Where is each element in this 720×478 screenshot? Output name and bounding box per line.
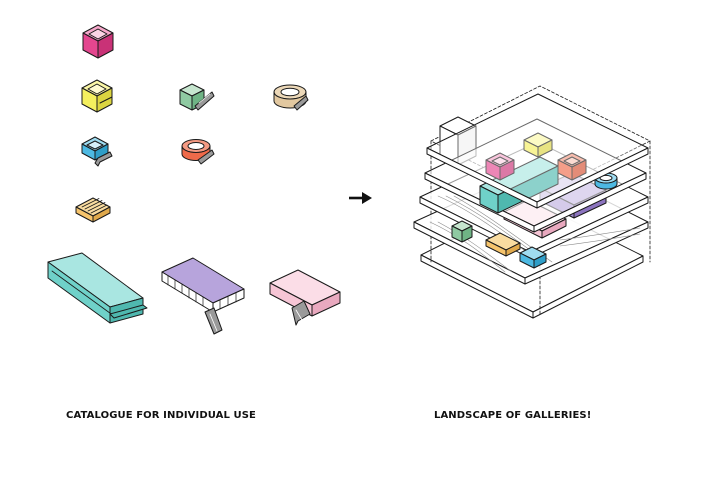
module-red-ring [181, 139, 215, 165]
module-orange-stair [75, 197, 111, 223]
module-magenta-cube [82, 24, 114, 59]
slab-roof [426, 93, 649, 209]
caption-landscape: LANDSCAPE OF GALLERIES! [434, 410, 592, 421]
right-arrow-icon [349, 192, 372, 204]
module-pink-box [269, 269, 341, 326]
catalogue-modules [47, 24, 341, 335]
gallery-landscape [413, 85, 651, 319]
block-green [451, 220, 473, 243]
block-red [557, 152, 587, 181]
module-blue-cube [81, 136, 113, 167]
block-yellow [523, 132, 553, 158]
block-magenta [485, 152, 515, 181]
module-tan-ring [273, 84, 309, 111]
module-purple-bar [161, 257, 245, 335]
block-orange [485, 232, 521, 257]
module-teal-bar [47, 252, 148, 324]
block-blue-lower [519, 246, 547, 269]
caption-catalogue: CATALOGUE FOR INDIVIDUAL USE [66, 410, 256, 421]
module-green-stair [179, 83, 215, 111]
module-yellow-cube [81, 79, 113, 113]
